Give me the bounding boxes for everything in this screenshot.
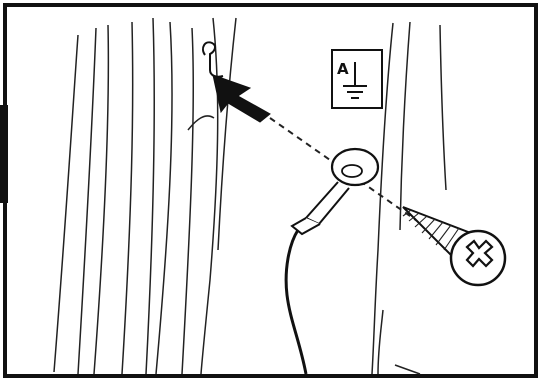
phillips-screw-icon — [402, 206, 507, 287]
diagram-border — [3, 3, 538, 378]
earth-ground-icon — [343, 62, 367, 99]
left-edge-tab — [0, 105, 8, 203]
ground-wire-ring-terminal — [284, 147, 380, 375]
earth-symbol-box: A — [331, 49, 383, 109]
wall-surface-lines — [53, 17, 237, 375]
black-arrow-icon — [212, 74, 271, 123]
symbol-label: A — [337, 60, 349, 78]
